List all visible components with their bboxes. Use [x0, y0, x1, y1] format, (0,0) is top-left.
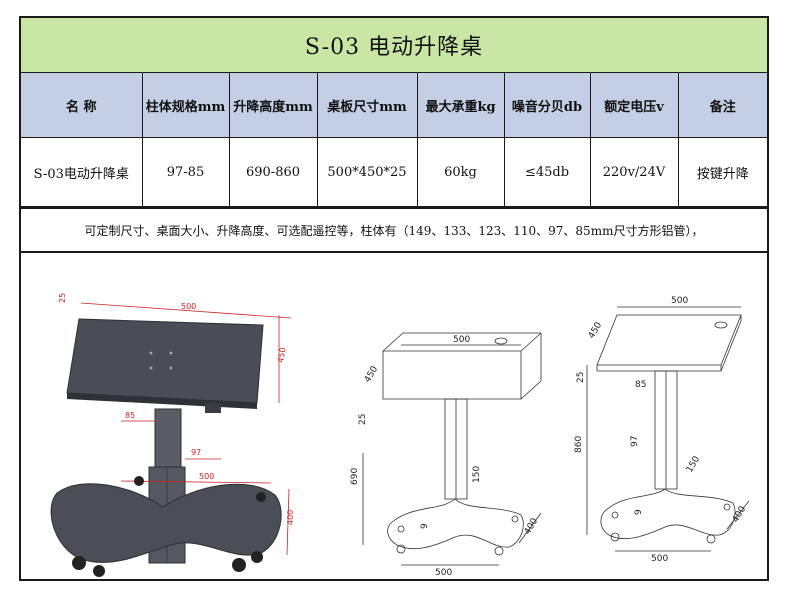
- dim-left-base-width: 500: [199, 472, 214, 481]
- line-drawing-right: [586, 306, 750, 552]
- dim-left-base-depth: 400: [286, 510, 295, 525]
- dim-mid-base-depth: 400: [523, 516, 540, 536]
- dim-mid-base-width: 500: [435, 568, 452, 578]
- header-noise: 噪音分贝db: [503, 72, 591, 138]
- cell-remark: 按键升降: [677, 137, 767, 207]
- cell-name: S-03电动升降桌: [21, 137, 143, 207]
- dim-mid-top-width: 500: [453, 335, 470, 345]
- table-row: S-03电动升降桌 97-85 690-860 500*450*25 60kg …: [21, 137, 767, 207]
- cell-top-size: 500*450*25: [316, 137, 418, 207]
- dim-right-top-width: 500: [671, 296, 688, 306]
- dim-right-base-width: 500: [651, 554, 668, 564]
- dim-right-gap: 9: [634, 509, 644, 515]
- dim-left-thickness: 25: [58, 293, 67, 303]
- dim-mid-column: 150: [472, 466, 482, 483]
- customization-note: 可定制尺寸、桌面大小、升降高度、可选配遥控等，柱体有（149、133、123、1…: [21, 207, 767, 253]
- dim-left-column-lower: 97: [191, 448, 201, 457]
- render-drawing: 500 450 25 85 97: [50, 293, 295, 577]
- cell-max-load: 60kg: [416, 137, 505, 207]
- table-header-row: 名 称 柱体规格mm 升降高度mm 桌板尺寸mm 最大承重kg 噪音分贝db 额…: [21, 72, 767, 138]
- cell-noise: ≤45db: [503, 137, 591, 207]
- header-voltage: 额定电压v: [589, 72, 679, 138]
- drawings-svg: 500 450 25 85 97: [50, 293, 750, 578]
- page-title: S-03 电动升降桌: [21, 18, 767, 74]
- dim-right-base-depth: 400: [731, 504, 748, 524]
- line-drawing-middle: [362, 332, 542, 566]
- header-column-spec: 柱体规格mm: [141, 72, 230, 138]
- dim-right-thickness: 25: [576, 372, 586, 383]
- dim-left-top-width: 500: [181, 302, 196, 311]
- header-lift-height: 升降高度mm: [228, 72, 318, 138]
- header-top-size: 桌板尺寸mm: [316, 72, 418, 138]
- dim-right-top-depth: 450: [587, 320, 604, 340]
- spec-sheet: S-03 电动升降桌 名 称 柱体规格mm 升降高度mm 桌板尺寸mm 最大承重…: [19, 16, 769, 581]
- dim-mid-top-depth: 450: [363, 364, 380, 384]
- dim-left-top-depth: 450: [276, 347, 288, 364]
- dim-right-column: 150: [685, 454, 702, 474]
- cell-lift-height: 690-860: [228, 137, 318, 207]
- dim-mid-thickness: 25: [358, 414, 368, 425]
- dim-right-column-upper: 85: [635, 380, 646, 390]
- dim-mid-gap: 9: [420, 523, 430, 529]
- dim-left-column-upper: 85: [125, 411, 135, 420]
- technical-drawings: 500 450 25 85 97: [21, 253, 767, 579]
- dim-right-column-lower: 97: [630, 436, 640, 447]
- dim-right-height: 860: [574, 436, 584, 453]
- header-max-load: 最大承重kg: [416, 72, 505, 138]
- dim-mid-height: 690: [350, 468, 360, 485]
- cell-column-spec: 97-85: [141, 137, 230, 207]
- spec-table: 名 称 柱体规格mm 升降高度mm 桌板尺寸mm 最大承重kg 噪音分贝db 额…: [21, 72, 767, 207]
- header-name: 名 称: [21, 72, 143, 138]
- header-remark: 备注: [677, 72, 767, 138]
- cell-voltage: 220v/24V: [589, 137, 679, 207]
